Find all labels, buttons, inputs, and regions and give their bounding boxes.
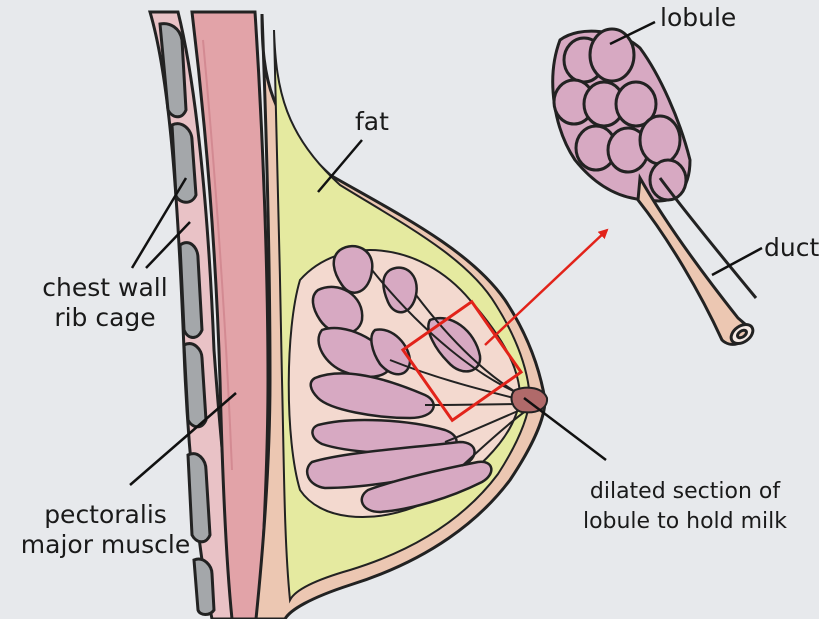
- label-pectoralis-line2: major muscle: [18, 530, 193, 560]
- magnify-arrow: [485, 230, 607, 345]
- label-duct: duct: [764, 233, 819, 263]
- alveolus: [650, 160, 686, 200]
- duct-tube: [638, 178, 752, 344]
- label-pectoralis-line1: pectoralis: [18, 500, 193, 530]
- rib: [172, 124, 196, 203]
- label-dilated-line1: dilated section of: [560, 477, 810, 507]
- label-dilated-line2: lobule to hold milk: [560, 507, 810, 537]
- label-chest-wall-line2: rib cage: [25, 303, 185, 333]
- label-chest-wall: chest wall rib cage: [25, 273, 185, 333]
- rib: [160, 24, 186, 117]
- alveolus: [640, 116, 680, 164]
- enlarged-lobule: [553, 29, 757, 347]
- label-chest-wall-line1: chest wall: [25, 273, 185, 303]
- rib: [184, 344, 206, 427]
- label-pectoralis: pectoralis major muscle: [18, 500, 193, 560]
- label-fat: fat: [355, 107, 389, 137]
- label-lobule: lobule: [660, 3, 736, 33]
- label-dilated-section: dilated section of lobule to hold milk: [560, 477, 810, 537]
- rib: [194, 559, 214, 614]
- nipple: [511, 388, 547, 413]
